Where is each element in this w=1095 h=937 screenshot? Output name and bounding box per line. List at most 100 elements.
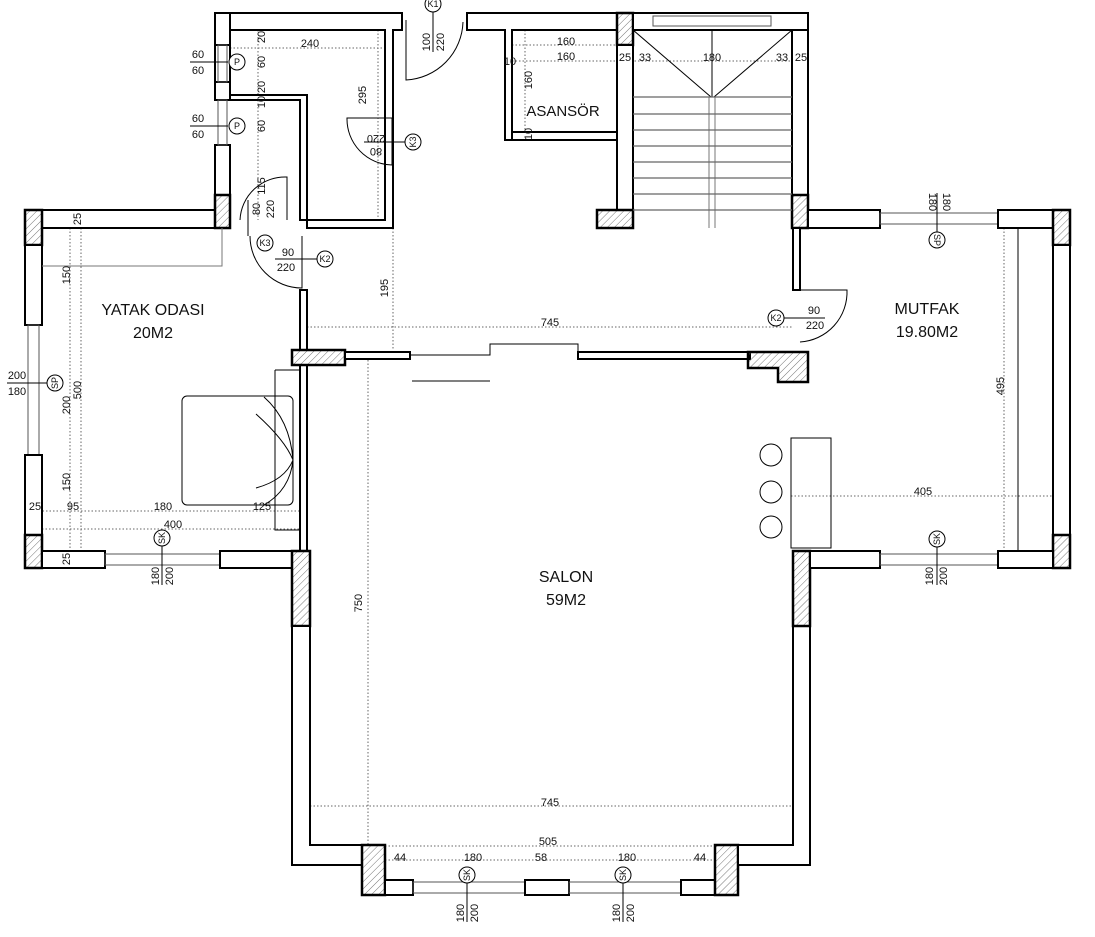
room-name-bedroom: YATAK ODASI — [101, 302, 204, 319]
door-size: 90 — [808, 305, 820, 317]
dim-label: 25 — [619, 52, 631, 64]
room-area-bedroom: 20M2 — [133, 325, 173, 342]
door-k2-kitchen — [799, 289, 848, 343]
dim-label: 750 — [353, 594, 365, 612]
dim-label: 160 — [557, 36, 575, 48]
dim-label: 180 — [618, 852, 636, 864]
dim-label: 60 — [256, 120, 268, 132]
dim-label: 60 — [192, 113, 204, 125]
dim-label: 200 — [61, 396, 73, 414]
door-k1 — [405, 20, 464, 81]
window-size: 200 — [938, 567, 950, 585]
tag-p: P — [234, 57, 240, 67]
door-size: 80 — [370, 145, 382, 157]
window-size: 200 — [469, 904, 481, 922]
dim-label: 60 — [192, 129, 204, 141]
door-size: 80 — [251, 203, 263, 215]
tag-p: P — [234, 121, 240, 131]
dim-label: 505 — [539, 836, 557, 848]
door-size: 220 — [277, 262, 295, 274]
tag-sk: SK — [157, 532, 167, 544]
room-name-elevator: ASANSÖR — [526, 102, 600, 120]
dim-label: 180 — [154, 501, 172, 513]
dim-label: 115 — [256, 177, 268, 195]
dim-label: 44 — [394, 852, 406, 864]
window-size: 200 — [164, 567, 176, 585]
dim-label: 500 — [72, 381, 84, 399]
bar-stool — [759, 443, 783, 467]
dim-label: 495 — [995, 377, 1007, 395]
dim-label: 44 — [694, 852, 706, 864]
doors — [239, 20, 848, 343]
room-name-living: SALON — [539, 569, 593, 586]
dim-label: 58 — [535, 852, 547, 864]
tag-k1: K1 — [427, 0, 438, 9]
window-size: 180 — [611, 904, 623, 922]
dim-label: 400 — [164, 519, 182, 531]
dim-label: 33 — [639, 52, 651, 64]
dim-label: 160 — [557, 51, 575, 63]
door-size: 220 — [367, 132, 385, 144]
tag-sk: SK — [462, 869, 472, 881]
dim-label: 125 — [253, 501, 271, 513]
window-size: 180 — [150, 567, 162, 585]
dim-label: 60 — [256, 56, 268, 68]
dim-label: 180 — [703, 52, 721, 64]
dim-label: 405 — [914, 486, 932, 498]
bed — [181, 395, 294, 506]
bar-stool — [759, 515, 783, 539]
door-size: 90 — [282, 247, 294, 259]
tag-k3: K3 — [259, 238, 270, 248]
door-size: 220 — [806, 320, 824, 332]
room-name-kitchen: MUTFAK — [895, 301, 960, 318]
dim-label: 25 — [72, 213, 84, 225]
dim-label: 150 — [61, 266, 73, 284]
dim-label: 20 — [256, 31, 268, 43]
dim-label: 180 — [464, 852, 482, 864]
door-k3-upper — [346, 117, 393, 166]
door-size: 220 — [435, 33, 447, 51]
dim-label: 195 — [379, 279, 391, 297]
dim-label: 295 — [357, 86, 369, 104]
dim-label: 25 — [29, 501, 41, 513]
tag-sp: SP — [932, 234, 942, 246]
tag-sk: SK — [932, 533, 942, 545]
dim-label: 10 — [523, 128, 535, 140]
dim-label: 60 — [192, 49, 204, 61]
tag-sk: SK — [618, 869, 628, 881]
dim-label: 10 — [504, 56, 516, 68]
dim-label: 10 — [256, 96, 268, 108]
window-size: 200 — [625, 904, 637, 922]
door-k2-bedroom — [249, 235, 303, 289]
window-size: 200 — [8, 370, 26, 382]
door-size: 220 — [265, 200, 277, 218]
staircase — [632, 29, 793, 228]
dim-label: 33 — [776, 52, 788, 64]
tag-k3: K3 — [408, 136, 418, 147]
dimension-lines — [25, 30, 1053, 861]
dim-label: 95 — [67, 501, 79, 513]
dim-label: 60 — [192, 65, 204, 77]
window-size: 180 — [940, 193, 952, 211]
dim-label: 25 — [795, 52, 807, 64]
dim-label: 745 — [541, 797, 559, 809]
dim-label: 25 — [61, 553, 73, 565]
tag-k2: K2 — [770, 313, 781, 323]
walls — [23, 11, 1072, 897]
room-area-living: 59M2 — [546, 592, 586, 609]
tags: K1 K3 K3 K2 K2 P P SP SP SK SK SK SK — [7, 0, 946, 922]
tag-sp: SP — [50, 377, 60, 389]
door-k3-lower — [239, 176, 288, 221]
window-size: 180 — [924, 567, 936, 585]
dim-label: 745 — [541, 317, 559, 329]
window-size: 180 — [8, 386, 26, 398]
room-area-kitchen: 19.80M2 — [896, 324, 958, 341]
dimension-labels: 240 295 20 60 20 10 60 115 60 60 60 60 1… — [8, 31, 1007, 922]
dim-label: 150 — [61, 473, 73, 491]
furniture — [42, 228, 832, 549]
room-labels: YATAK ODASI 20M2 MUTFAK 19.80M2 SALON 59… — [101, 102, 959, 609]
dim-label: 160 — [523, 71, 535, 89]
dim-label: 240 — [301, 38, 319, 50]
bar-counter — [790, 437, 832, 549]
